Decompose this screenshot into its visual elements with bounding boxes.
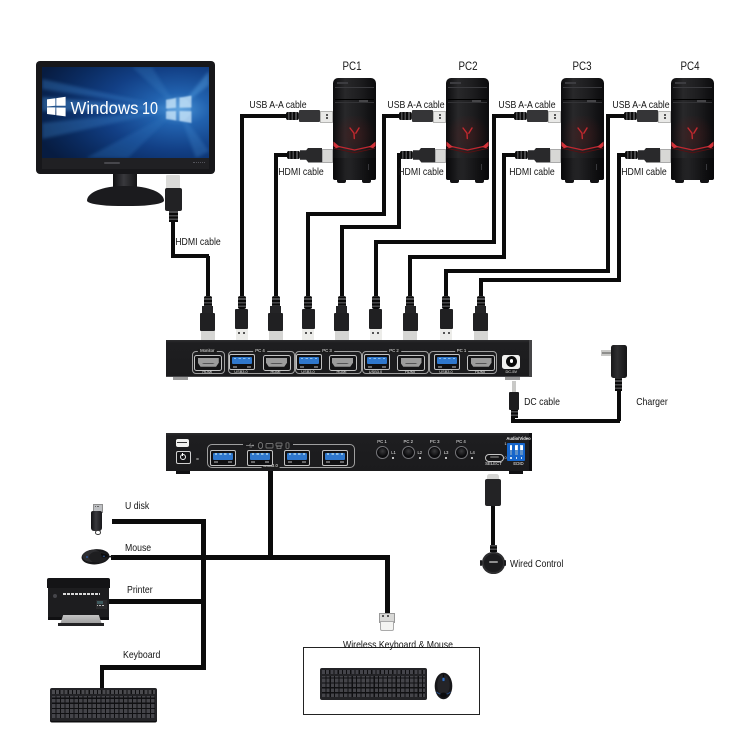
svg-text:Windows: Windows — [70, 97, 138, 117]
svg-text:10: 10 — [142, 97, 158, 117]
